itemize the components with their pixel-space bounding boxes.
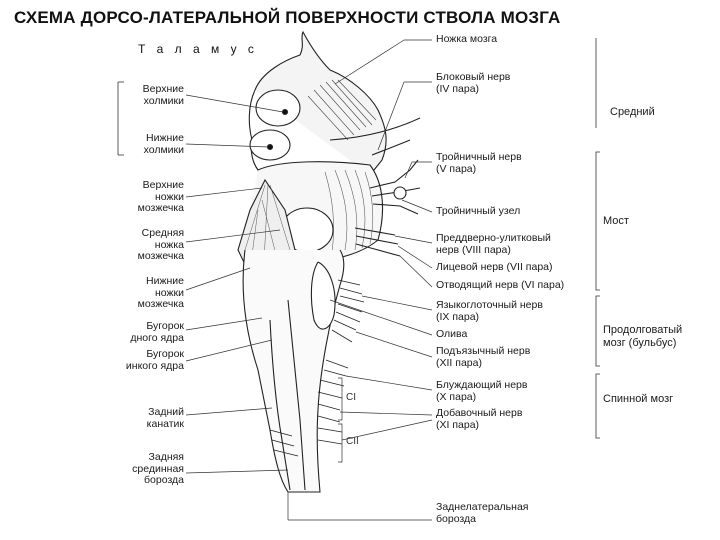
- page-title: СХЕМА ДОРСО-ЛАТЕРАЛЬНОЙ ПОВЕРХНОСТИ СТВО…: [14, 8, 561, 27]
- label-glossopharyngeal-nerve: Языкоглоточный нерв(IX пара): [436, 299, 543, 323]
- label-olive: Олива: [436, 328, 468, 340]
- region-midbrain: Средний: [610, 106, 655, 118]
- segment-c2-label: CII: [346, 436, 359, 447]
- label-trigeminal-ganglion: Тройничный узел: [436, 205, 521, 217]
- region-pons: Мост: [603, 215, 629, 227]
- label-cerebral-peduncle: Ножка мозга: [436, 33, 498, 45]
- region-spinal-cord: Спинной мозг: [603, 393, 674, 405]
- thalamus-label: Т а л а м у с: [138, 42, 258, 56]
- label-trigeminal-nerve: Тройничный нерв(V пара): [436, 151, 522, 175]
- label-facial-nerve: Лицевой нерв (VII пара): [436, 261, 553, 273]
- label-trochlear-nerve: Блоковый нерв(IV пара): [436, 71, 511, 95]
- label-accessory-nerve: Добавочный нерв(XI пара): [436, 407, 523, 431]
- label-hypoglossal-nerve: Подъязычный нерв(XII пара): [436, 345, 531, 369]
- label-abducens-nerve: Отводящий нерв (VI пара): [436, 279, 565, 291]
- label-vagus-nerve: Блуждающий нерв(X пара): [436, 379, 528, 403]
- segment-c1-label: CI: [346, 392, 356, 403]
